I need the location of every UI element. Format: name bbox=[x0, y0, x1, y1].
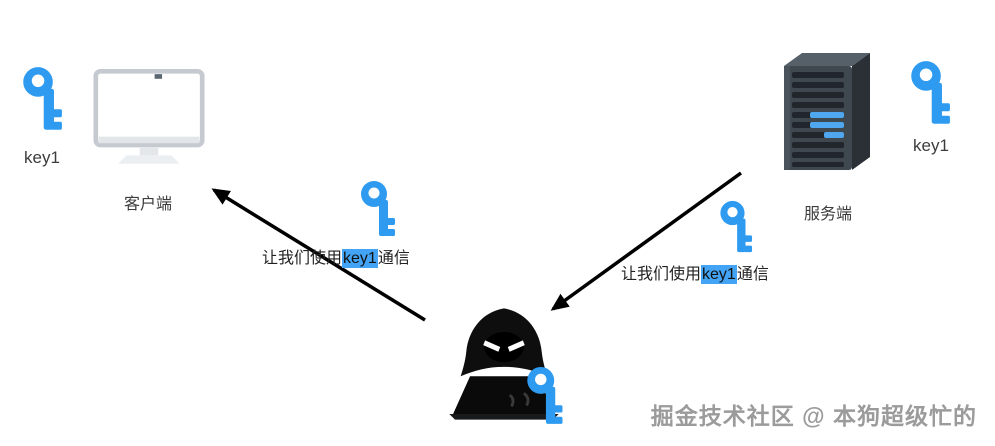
message-key-highlight: key1 bbox=[342, 249, 378, 268]
message-text-prefix: 让我们使用 bbox=[262, 250, 343, 267]
client-key-label: key1 bbox=[24, 148, 60, 167]
message-text-prefix: 让我们使用 bbox=[621, 266, 702, 283]
message-to-client: 让我们使用key1通信 bbox=[262, 244, 410, 268]
watermark-text: 掘金技术社区 @ 本狗超级忙的 bbox=[650, 403, 977, 429]
client-monitor-icon bbox=[93, 66, 205, 170]
arrow-server-to-attacker bbox=[550, 171, 743, 311]
message-key-icon-left bbox=[358, 180, 404, 238]
message-key-icon-right bbox=[718, 200, 760, 254]
hacker-key-icon bbox=[524, 366, 572, 426]
client-label: 客户端 bbox=[123, 196, 172, 213]
message-text-suffix: 通信 bbox=[736, 266, 769, 283]
server-label: 服务端 bbox=[803, 206, 852, 223]
message-text-suffix: 通信 bbox=[377, 250, 410, 267]
client-key-icon bbox=[20, 66, 72, 132]
server-key-icon bbox=[908, 60, 960, 126]
message-key-highlight: key1 bbox=[701, 265, 737, 284]
server-key-label: key1 bbox=[913, 136, 949, 155]
hacker-icon bbox=[438, 305, 570, 423]
server-rack-icon bbox=[776, 48, 880, 178]
message-to-server: 让我们使用key1通信 bbox=[621, 260, 769, 284]
